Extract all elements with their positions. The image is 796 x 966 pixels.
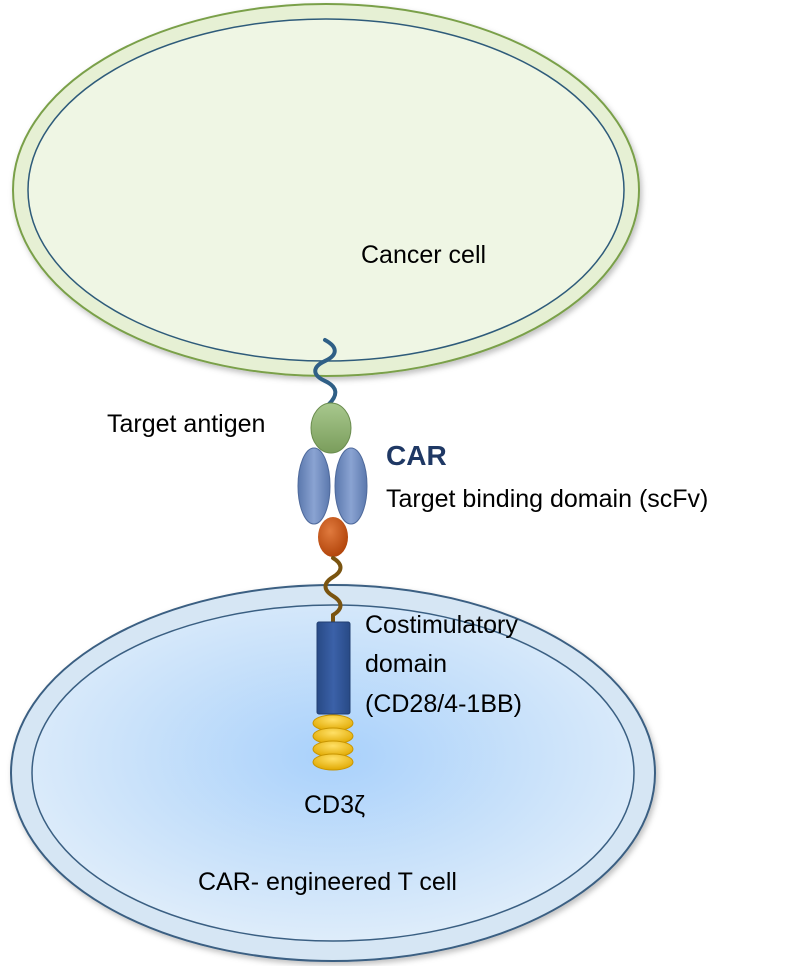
- scfv-left-domain: [297, 447, 331, 525]
- cancer-cell: [12, 3, 640, 377]
- car-title: CAR: [386, 440, 447, 471]
- t-cell-cytoplasm: [31, 604, 635, 942]
- cd3z-label: CD3ζ: [304, 791, 366, 819]
- costim-label-line-1: Costimulatory: [365, 611, 518, 639]
- costim-label-line-3: (CD28/4-1BB): [365, 690, 522, 718]
- binding-domain-label: Target binding domain (scFv): [386, 485, 709, 513]
- scfv-right-domain: [334, 447, 368, 525]
- target-antigen-shape: [310, 402, 352, 454]
- t-cell: [10, 584, 656, 962]
- cancer-cell-label: Cancer cell: [361, 241, 487, 269]
- costim-label-line-2: domain: [365, 650, 447, 678]
- costimulatory-domain-shape: [316, 621, 351, 715]
- target-antigen-label: Target antigen: [107, 410, 266, 438]
- cancer-cell-inner-membrane: [27, 18, 625, 362]
- cd3z-domain: [312, 714, 354, 771]
- antigen-tail: [313, 338, 338, 406]
- t-cell-label: CAR- engineered T cell: [198, 868, 457, 896]
- hinge-domain: [318, 517, 348, 557]
- cd3z-segment: [312, 753, 354, 771]
- transmembrane-linker: [323, 556, 343, 624]
